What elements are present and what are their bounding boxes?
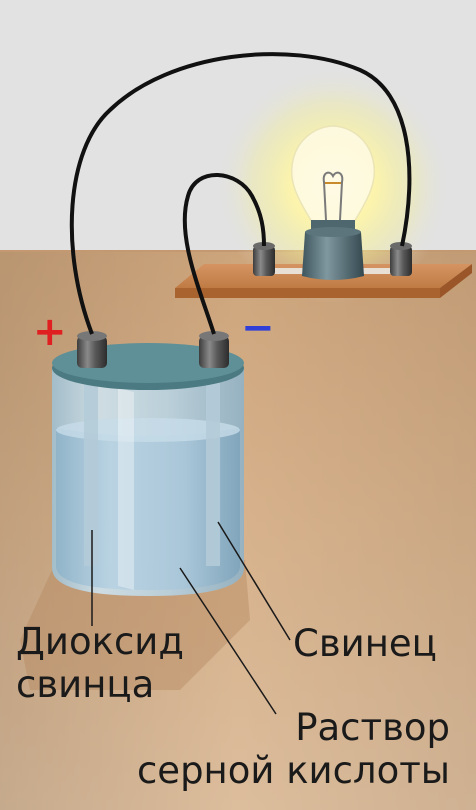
lamp-terminal-right — [390, 242, 412, 276]
wire-negative — [182, 173, 266, 335]
label-lead-dioxide: Диоксид свинца — [16, 620, 184, 706]
wire-positive — [69, 52, 412, 335]
label-acid-line1: Раствор — [295, 706, 450, 749]
negative-terminal-sign: − — [241, 305, 275, 351]
battery-jar — [52, 343, 244, 596]
label-lead-dioxide-line2: свинца — [16, 663, 155, 706]
label-lead-dioxide-line1: Диоксид — [16, 620, 184, 663]
lead-dioxide-electrode — [84, 376, 98, 566]
label-lead: Свинец — [293, 622, 437, 665]
label-acid-line2: серной кислоты — [136, 749, 450, 792]
lead-electrode — [206, 376, 220, 566]
acid-solution — [56, 428, 240, 590]
light-bulb — [290, 125, 376, 280]
lamp-terminal-left — [253, 242, 275, 276]
positive-terminal-sign: + — [33, 309, 67, 355]
leader-lead — [217, 521, 291, 641]
label-acid-solution: Раствор серной кислоты — [137, 706, 450, 792]
leader-acid — [179, 567, 277, 715]
battery-terminal-positive — [77, 331, 107, 368]
battery-terminal-negative — [199, 331, 229, 368]
